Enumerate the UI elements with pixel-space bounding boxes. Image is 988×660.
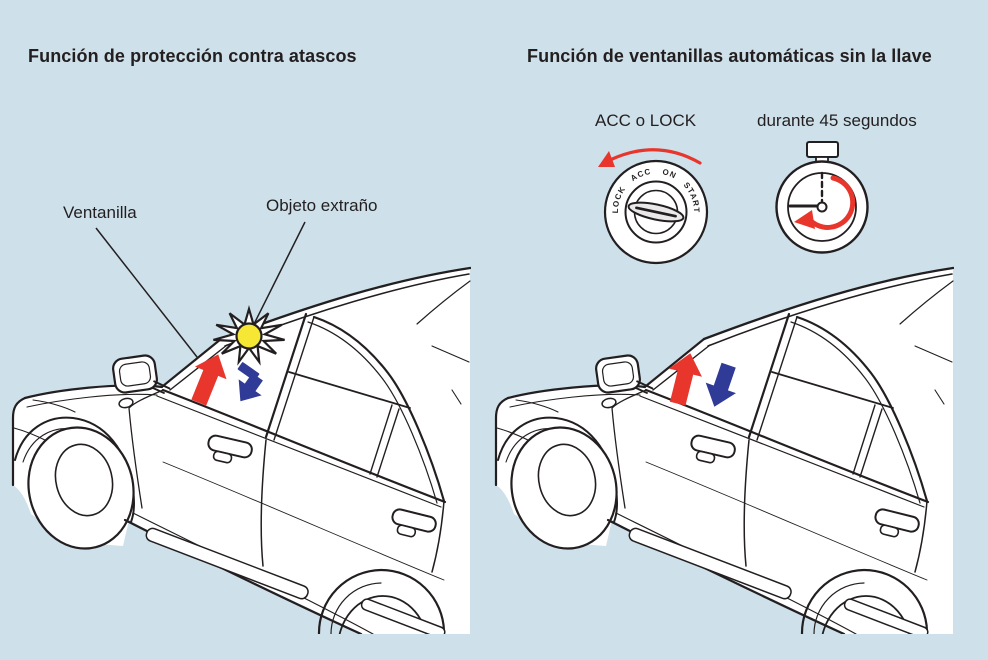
window-down-arrow-icon: [705, 362, 736, 407]
window-reverse-down-arrow-icon: [237, 362, 263, 402]
stopwatch-icon: [775, 141, 869, 254]
window-up-arrow-icon: [668, 353, 702, 406]
foreign-object-label: Objeto extraño: [266, 196, 378, 215]
key-position-label: ACC o LOCK: [595, 111, 697, 130]
window-leader-line: [95, 227, 198, 358]
jam-protection-title: Función de protección contra atascos: [28, 46, 357, 66]
ignition-switch-icon: LOCK ACC ON START: [598, 148, 709, 265]
foreign-object-leader-line: [253, 221, 306, 325]
timer-countdown-arrow-icon: [806, 175, 856, 230]
foreign-object-icon: [235, 322, 263, 350]
keyless-power-window-title: Función de ventanillas automáticas sin l…: [527, 46, 932, 66]
window-label: Ventanilla: [63, 203, 137, 222]
duration-label: durante 45 segundos: [757, 111, 917, 130]
window-up-arrow-icon: [191, 354, 227, 406]
turn-key-arrow-icon: [608, 148, 702, 165]
